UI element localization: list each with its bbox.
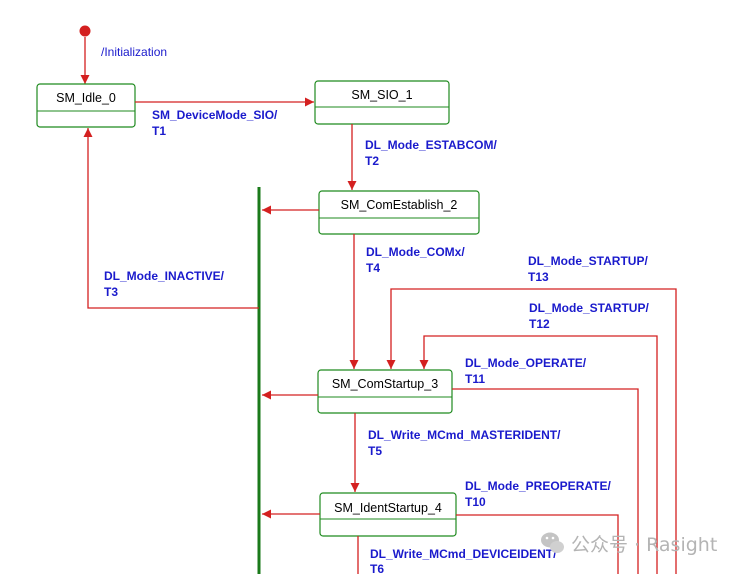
state-label: SM_IdentStartup_4 — [334, 501, 442, 515]
label-t4-line2: T4 — [366, 261, 380, 275]
arrow-t11 — [452, 388, 639, 574]
label-t3-line1: DL_Mode_INACTIVE/ — [104, 269, 225, 283]
watermark-text: 公众号 · Rasight — [571, 534, 717, 556]
state-label: SM_SIO_1 — [351, 88, 412, 102]
arrow-t10 — [456, 514, 619, 574]
state-label: SM_ComStartup_3 — [332, 377, 438, 391]
label-t1: SM_DeviceMode_SIO/ T1 — [152, 108, 281, 138]
label-t4: DL_Mode_COMx/ T4 — [366, 245, 468, 275]
label-t1-line2: T1 — [152, 124, 166, 138]
init-label: /Initialization — [101, 45, 167, 59]
label-t3-line2: T3 — [104, 285, 118, 299]
wechat-icon — [541, 532, 564, 553]
state-sm-identstartup-4: SM_IdentStartup_4 — [319, 492, 457, 537]
initial-node — [79, 25, 91, 37]
label-t11: DL_Mode_OPERATE/ T11 — [465, 356, 589, 386]
arrow-t12 — [419, 335, 658, 574]
label-t5-line1: DL_Write_MCmd_MASTERIDENT/ — [368, 428, 561, 442]
label-t12-line2: T12 — [529, 317, 550, 331]
label-t12: DL_Mode_STARTUP/ T12 — [529, 301, 652, 331]
state-sm-comstartup-3: SM_ComStartup_3 — [317, 369, 453, 414]
label-t6-line2: T6 — [370, 562, 384, 574]
label-t10-line2: T10 — [465, 495, 486, 509]
state-label: SM_Idle_0 — [56, 91, 116, 105]
label-t3: DL_Mode_INACTIVE/ T3 — [104, 269, 227, 299]
label-t10-line1: DL_Mode_PREOPERATE/ — [465, 479, 611, 493]
state-label: SM_ComEstablish_2 — [341, 198, 458, 212]
label-t1-line1: SM_DeviceMode_SIO/ — [152, 108, 278, 122]
label-t5-line2: T5 — [368, 444, 382, 458]
label-t12-line1: DL_Mode_STARTUP/ — [529, 301, 649, 315]
state-sm-sio-1: SM_SIO_1 — [314, 80, 450, 125]
label-t2-line1: DL_Mode_ESTABCOM/ — [365, 138, 497, 152]
watermark: 公众号 · Rasight — [541, 532, 717, 556]
arrow-t3 — [83, 128, 259, 309]
label-t2: DL_Mode_ESTABCOM/ T2 — [365, 138, 500, 168]
label-t2-line2: T2 — [365, 154, 379, 168]
label-t6: DL_Write_MCmd_DEVICEIDENT/ T6 — [370, 547, 560, 574]
label-t11-line2: T11 — [465, 372, 485, 386]
label-t4-line1: DL_Mode_COMx/ — [366, 245, 465, 259]
arrow-t13 — [386, 288, 677, 574]
state-sm-comestablish-2: SM_ComEstablish_2 — [318, 190, 480, 235]
label-t11-line1: DL_Mode_OPERATE/ — [465, 356, 587, 370]
label-t13: DL_Mode_STARTUP/ T13 — [528, 254, 651, 284]
label-t10: DL_Mode_PREOPERATE/ T10 — [465, 479, 614, 509]
label-t6-line1: DL_Write_MCmd_DEVICEIDENT/ — [370, 547, 557, 561]
label-t5: DL_Write_MCmd_MASTERIDENT/ T5 — [368, 428, 564, 458]
state-sm-idle-0: SM_Idle_0 — [36, 83, 136, 128]
label-t13-line2: T13 — [528, 270, 549, 284]
label-t13-line1: DL_Mode_STARTUP/ — [528, 254, 648, 268]
